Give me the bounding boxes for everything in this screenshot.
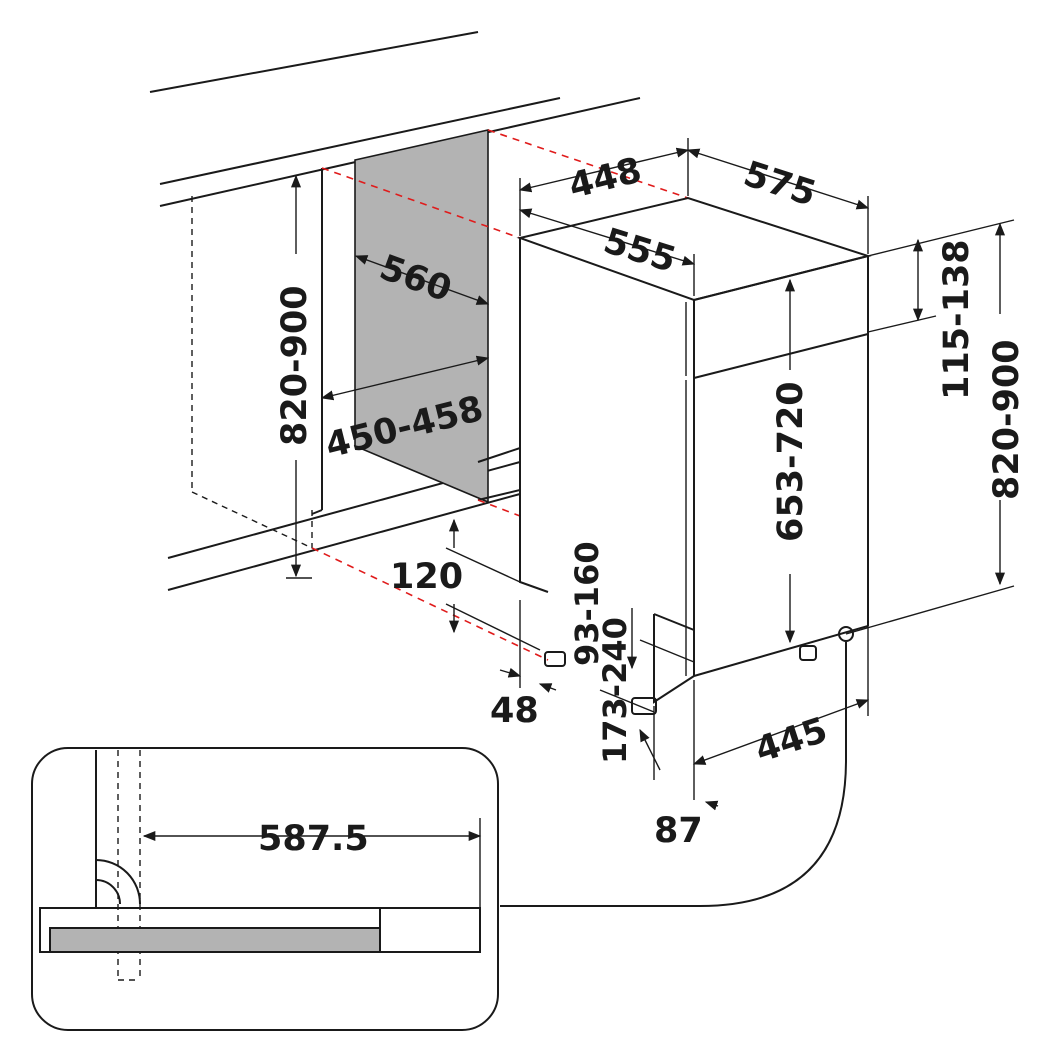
label-445: 445	[751, 710, 833, 771]
label-820-900-right: 820-900	[987, 339, 1027, 500]
label-115-138: 115-138	[937, 239, 977, 400]
label-575: 575	[739, 154, 821, 215]
inset-detail	[31, 747, 499, 1031]
cabinet-side-panel	[311, 168, 323, 515]
niche-recess	[354, 128, 521, 504]
label-653-720: 653-720	[771, 381, 811, 542]
label-93-160: 93-160	[568, 541, 606, 666]
label-48: 48	[490, 691, 539, 731]
label-448: 448	[565, 151, 646, 207]
label-173-240: 173-240	[596, 617, 634, 764]
label-587-5: 587.5	[258, 819, 369, 859]
label-820-900-left: 820-900	[275, 285, 315, 446]
cabinet-outline-dashed	[191, 196, 313, 549]
label-120: 120	[390, 557, 463, 597]
dimension-lines	[286, 138, 1015, 907]
label-87: 87	[654, 811, 703, 851]
